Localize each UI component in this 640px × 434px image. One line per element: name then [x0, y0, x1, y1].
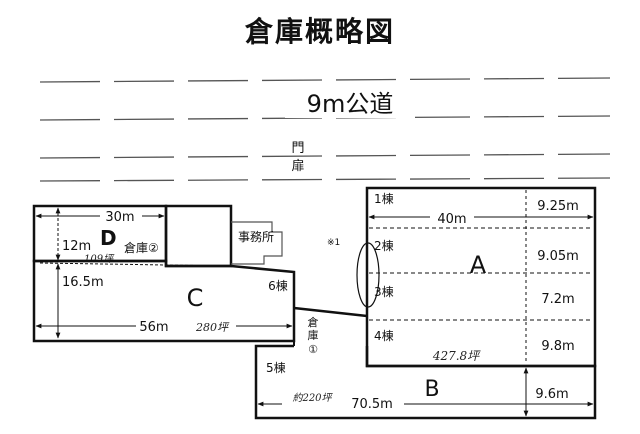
- building-c-label: C: [187, 284, 204, 312]
- road-label: 9m公道: [307, 90, 394, 118]
- section-4-label: 4棟: [374, 328, 394, 343]
- building-b-depth: 9.6m: [535, 387, 568, 402]
- section-3-depth: 7.2m: [541, 292, 574, 307]
- road-edge-bottom: [39, 177, 611, 182]
- building-c-depth: 16.5m: [62, 275, 104, 290]
- road-label-bg: [285, 86, 415, 118]
- warehouse-1-label-1: 倉: [308, 315, 319, 329]
- building-a-width: 40m: [437, 212, 466, 227]
- diagram-title: 倉庫概略図: [244, 15, 395, 48]
- note-ellipse: [356, 242, 380, 308]
- office: 事務所: [231, 221, 283, 265]
- note-marker: ※1: [327, 238, 340, 248]
- road-lane: [39, 115, 611, 121]
- building-b: 約220坪 70.5m 9.6m B 5棟: [254, 344, 597, 420]
- building-b-width: 70.5m: [351, 397, 393, 412]
- section-1-label: 1棟: [374, 191, 394, 206]
- building-c-width: 56m: [139, 320, 168, 335]
- road-edge-top: [39, 77, 611, 83]
- building-c: 16.5m 56m 280坪 C 6棟: [32, 259, 296, 343]
- building-b-area-note: 約220坪: [292, 392, 333, 404]
- warehouse-1-label-2: 庫: [308, 328, 319, 342]
- connector-c-a: [293, 306, 368, 318]
- building-b-section: 5棟: [266, 360, 286, 375]
- building-c-section: 6棟: [268, 278, 288, 293]
- building-d-area-note: 109坪: [84, 253, 115, 265]
- building-a-label: A: [470, 251, 487, 279]
- road-lane: [39, 153, 611, 159]
- office-label: 事務所: [238, 230, 274, 244]
- building-c-outline: [32, 259, 296, 343]
- gate-label-2: 扉: [291, 158, 304, 174]
- dashed-boundary: [39, 262, 231, 267]
- building-d: 30m 12m D 倉庫② 109坪: [32, 204, 168, 265]
- warehouse-1-label-3: ①: [308, 343, 318, 356]
- section-2-depth: 9.05m: [537, 249, 579, 264]
- building-d-width: 30m: [105, 210, 134, 225]
- building-d-label: D: [100, 226, 117, 250]
- central-structure: [164, 204, 233, 268]
- building-a-area-note: 427.8坪: [432, 349, 481, 363]
- building-d-name: 倉庫②: [124, 240, 159, 255]
- office-outline: [231, 221, 283, 265]
- building-b-outline: [254, 344, 597, 420]
- building-a: 40m 9.25m 9.05m 7.2m 9.8m 1棟 2棟 3棟 4棟 A …: [365, 186, 597, 368]
- section-3-label: 3棟: [374, 284, 394, 299]
- building-d-depth: 12m: [62, 239, 91, 254]
- warehouse-1: 倉 庫 ①: [293, 308, 319, 356]
- road: [39, 77, 611, 182]
- gate-label-1: 門: [291, 141, 304, 156]
- section-2-label: 2棟: [374, 238, 394, 253]
- section-1-depth: 9.25m: [537, 199, 579, 214]
- section-4-depth: 9.8m: [541, 339, 574, 354]
- building-c-area-note: 280坪: [195, 321, 230, 334]
- building-b-label: B: [424, 377, 439, 402]
